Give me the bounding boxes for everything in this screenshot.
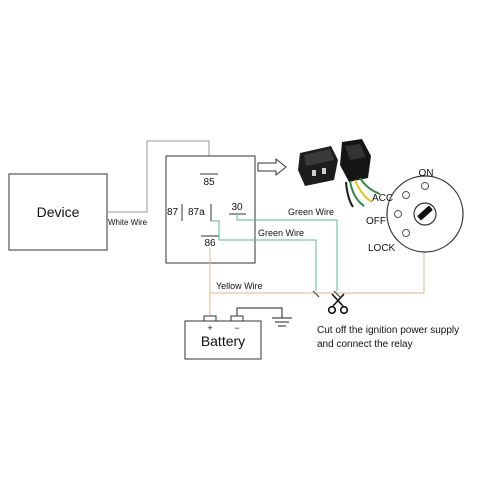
cut-mark-right [333,290,341,298]
ignition-switch [386,175,464,253]
relay-pin-86: 86 [204,238,216,249]
ignition-label-off: OFF [366,216,386,227]
green-wire-lower-label: Green Wire [258,228,304,238]
battery-terminal-minus [230,315,244,322]
yellow-wire-branch [210,252,425,294]
device-box [8,173,108,251]
ignition-pos-acc [402,191,410,199]
scissors-icon [327,293,349,315]
green-wire-upper [236,214,338,291]
instruction-line-2: and connect the relay [317,339,413,350]
ground-wire [236,307,283,318]
relay-pin-30: 30 [231,202,243,213]
green-wire-lower [211,220,317,291]
yellow-wire-label: Yellow Wire [216,281,263,291]
ignition-pos-off [394,210,402,218]
relay-arrow-icon [257,157,287,177]
relay-pin-87: 87 [167,207,179,218]
battery-minus-sign: − [234,323,239,333]
ground-icon [272,317,292,327]
relay-pin-85: 85 [203,177,215,188]
ignition-pos-on [421,182,429,190]
instruction-line-1: Cut off the ignition power supply [317,325,459,336]
ignition-label-acc: ACC [372,193,393,204]
battery-box [184,320,262,360]
green-wire-upper-label: Green Wire [288,207,334,217]
battery-terminal-plus [203,315,217,322]
device-label: Device [37,204,80,220]
relay-photo-icon [298,139,381,208]
cut-mark-left [312,290,320,298]
relay-pin-87a: 87a [188,207,205,218]
white-wire-label: White Wire [108,218,148,227]
ignition-label-on: ON [419,168,434,179]
battery-label: Battery [201,333,245,349]
white-wire [107,140,210,213]
ignition-pos-lock [402,229,410,237]
battery-plus-sign: + [207,323,212,333]
ignition-label-lock: LOCK [368,243,396,254]
